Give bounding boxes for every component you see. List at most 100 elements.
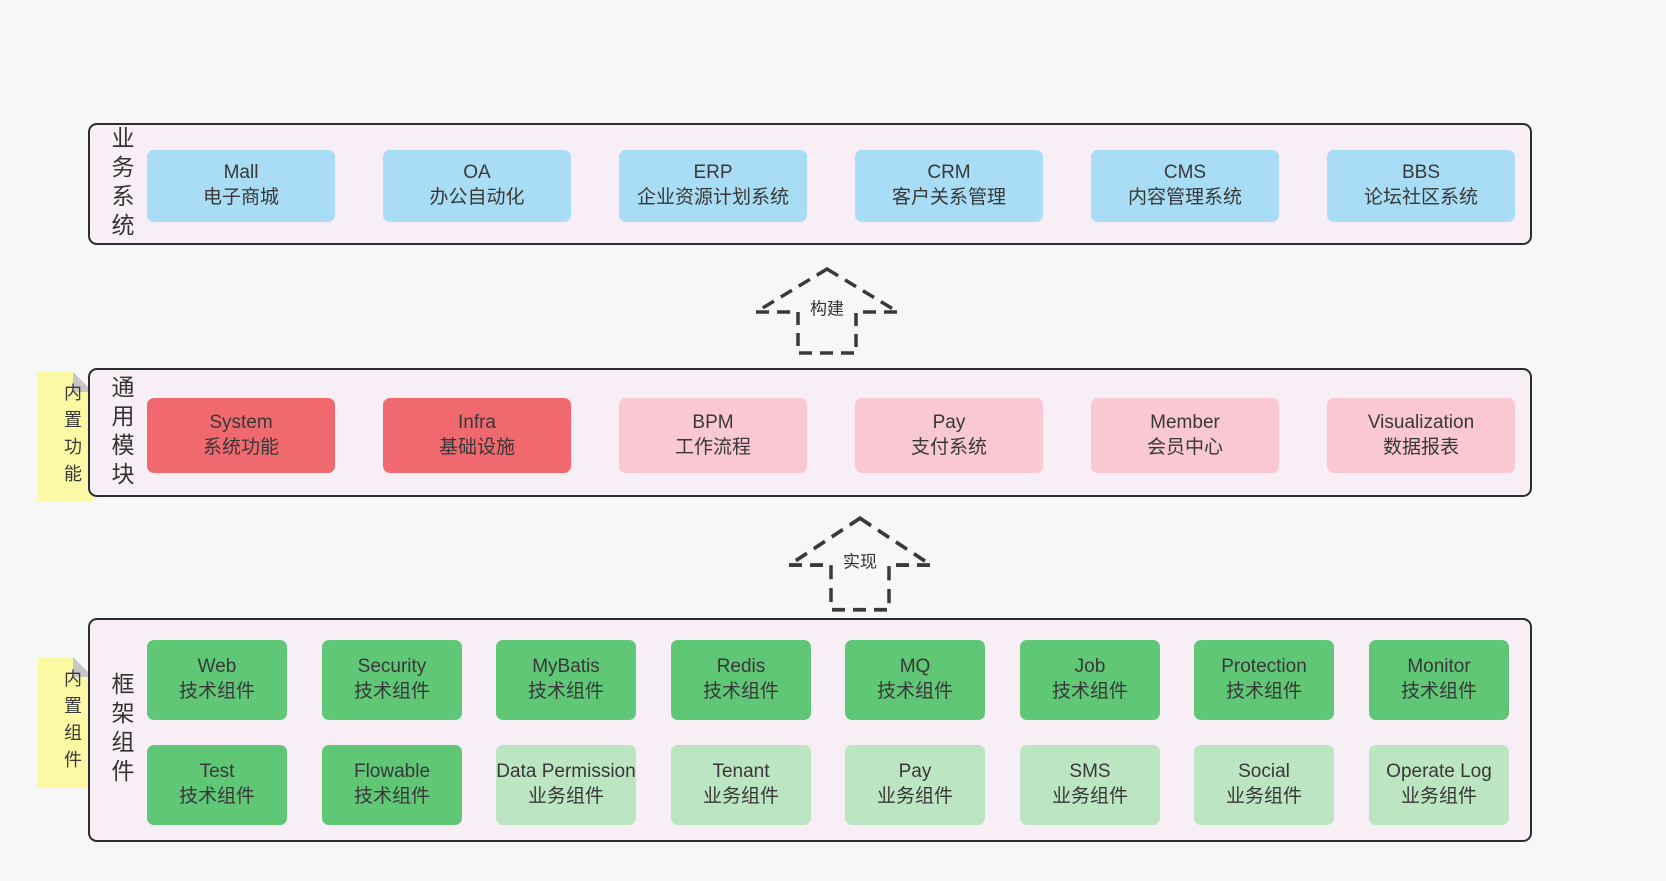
box-title: ERP	[693, 162, 733, 184]
box-title: CRM	[927, 162, 971, 184]
box-mq: MQ 技术组件	[845, 640, 985, 720]
box-title: Protection	[1221, 656, 1307, 678]
box-title: Monitor	[1407, 656, 1471, 678]
dashed-up-arrow-icon	[752, 266, 902, 355]
box-subtitle: 业务组件	[876, 786, 953, 807]
box-visualization: Visualization 数据报表	[1327, 398, 1515, 473]
box-title: Security	[357, 656, 427, 678]
box-subtitle: 企业资源计划系统	[636, 187, 789, 208]
box-title: Job	[1074, 656, 1106, 678]
box-security: Security 技术组件	[322, 640, 462, 720]
box-system: System 系统功能	[147, 398, 335, 473]
box-title: Pay	[932, 411, 966, 433]
band-business-systems: 业务系统 Mall 电子商城 OA 办公自动化 ERP 企业资源计划系统 CRM…	[88, 123, 1532, 245]
band-framework-components: 框架组件 Web 技术组件 Security 技术组件 MyBatis 技术组件…	[88, 618, 1532, 842]
sticky-note-builtin-components: 内置组件	[37, 657, 93, 788]
box-erp: ERP 企业资源计划系统	[619, 150, 807, 222]
box-subtitle: 会员中心	[1146, 436, 1223, 458]
box-title: CMS	[1163, 162, 1207, 184]
box-member: Member 会员中心	[1091, 398, 1279, 473]
box-subtitle: 业务组件	[1051, 786, 1128, 807]
box-title: Web	[197, 656, 237, 678]
arrow-implement: 实现	[785, 515, 935, 613]
box-sms: SMS 业务组件	[1020, 745, 1160, 825]
box-subtitle: 数据报表	[1382, 436, 1459, 458]
box-title: OA	[463, 162, 491, 184]
box-title: Member	[1150, 411, 1220, 433]
box-title: MQ	[899, 656, 931, 678]
box-pay-component: Pay 业务组件	[845, 745, 985, 825]
box-title: BPM	[692, 411, 734, 433]
box-subtitle: 技术组件	[1225, 681, 1302, 702]
band-common-modules: 通用模块 System 系统功能 Infra 基础设施 BPM 工作流程 Pay…	[88, 368, 1532, 497]
box-job: Job 技术组件	[1020, 640, 1160, 720]
box-oa: OA 办公自动化	[383, 150, 571, 222]
band-label-common-modules: 通用模块	[108, 374, 134, 491]
box-subtitle: 技术组件	[178, 681, 255, 702]
arrow-build: 构建	[752, 266, 902, 356]
box-title: Visualization	[1367, 411, 1475, 433]
box-subtitle: 业务组件	[527, 786, 604, 807]
box-title: Mall	[223, 162, 259, 184]
box-subtitle: 业务组件	[1400, 786, 1477, 807]
box-subtitle: 技术组件	[353, 786, 430, 807]
box-protection: Protection 技术组件	[1194, 640, 1334, 720]
box-subtitle: 基础设施	[438, 436, 515, 458]
box-flowable: Flowable 技术组件	[322, 745, 462, 825]
band-label-framework-components: 框架组件	[108, 672, 134, 788]
box-subtitle: 工作流程	[674, 436, 751, 458]
box-infra: Infra 基础设施	[383, 398, 571, 473]
box-title: Social	[1238, 761, 1290, 783]
box-subtitle: 技术组件	[527, 681, 604, 702]
box-title: Operate Log	[1386, 761, 1492, 783]
box-subtitle: 内容管理系统	[1127, 187, 1242, 208]
box-subtitle: 论坛社区系统	[1363, 187, 1478, 208]
box-title: Tenant	[712, 761, 770, 783]
box-subtitle: 客户关系管理	[891, 187, 1006, 208]
box-title: Data Permission	[496, 761, 636, 783]
box-title: MyBatis	[532, 656, 600, 678]
box-subtitle: 技术组件	[353, 681, 430, 702]
sticky-note-label: 内置功能	[62, 383, 82, 491]
box-subtitle: 支付系统	[910, 436, 987, 458]
box-title: Test	[199, 761, 235, 783]
box-cms: CMS 内容管理系统	[1091, 150, 1279, 222]
box-subtitle: 业务组件	[1225, 786, 1302, 807]
dashed-up-arrow-icon	[785, 516, 935, 612]
sticky-note-label: 内置组件	[62, 668, 82, 777]
box-subtitle: 技术组件	[178, 786, 255, 807]
box-subtitle: 技术组件	[1400, 681, 1477, 702]
box-subtitle: 办公自动化	[429, 187, 525, 208]
box-title: BBS	[1401, 162, 1441, 184]
box-title: SMS	[1069, 761, 1111, 783]
box-web: Web 技术组件	[147, 640, 287, 720]
box-title: Pay	[898, 761, 932, 783]
box-subtitle: 电子商城	[202, 187, 279, 208]
box-subtitle: 技术组件	[1051, 681, 1128, 702]
box-operate-log: Operate Log 业务组件	[1369, 745, 1509, 825]
arrow-label: 构建	[807, 293, 847, 321]
box-subtitle: 技术组件	[702, 681, 779, 702]
box-title: Redis	[716, 656, 766, 678]
box-monitor: Monitor 技术组件	[1369, 640, 1509, 720]
box-data-permission: Data Permission 业务组件	[496, 745, 636, 825]
arrow-label: 实现	[840, 546, 880, 574]
box-subtitle: 技术组件	[876, 681, 953, 702]
box-bpm: BPM 工作流程	[619, 398, 807, 473]
box-crm: CRM 客户关系管理	[855, 150, 1043, 222]
sticky-note-builtin-features: 内置功能	[37, 372, 93, 502]
box-subtitle: 业务组件	[702, 786, 779, 807]
box-mall: Mall 电子商城	[147, 150, 335, 222]
box-redis: Redis 技术组件	[671, 640, 811, 720]
box-test: Test 技术组件	[147, 745, 287, 825]
box-pay: Pay 支付系统	[855, 398, 1043, 473]
box-social: Social 业务组件	[1194, 745, 1334, 825]
box-mybatis: MyBatis 技术组件	[496, 640, 636, 720]
box-title: System	[209, 411, 273, 433]
box-title: Flowable	[353, 761, 431, 783]
band-label-business-systems: 业务系统	[108, 126, 134, 242]
box-tenant: Tenant 业务组件	[671, 745, 811, 825]
box-bbs: BBS 论坛社区系统	[1327, 150, 1515, 222]
box-title: Infra	[457, 411, 497, 433]
box-subtitle: 系统功能	[202, 436, 279, 458]
